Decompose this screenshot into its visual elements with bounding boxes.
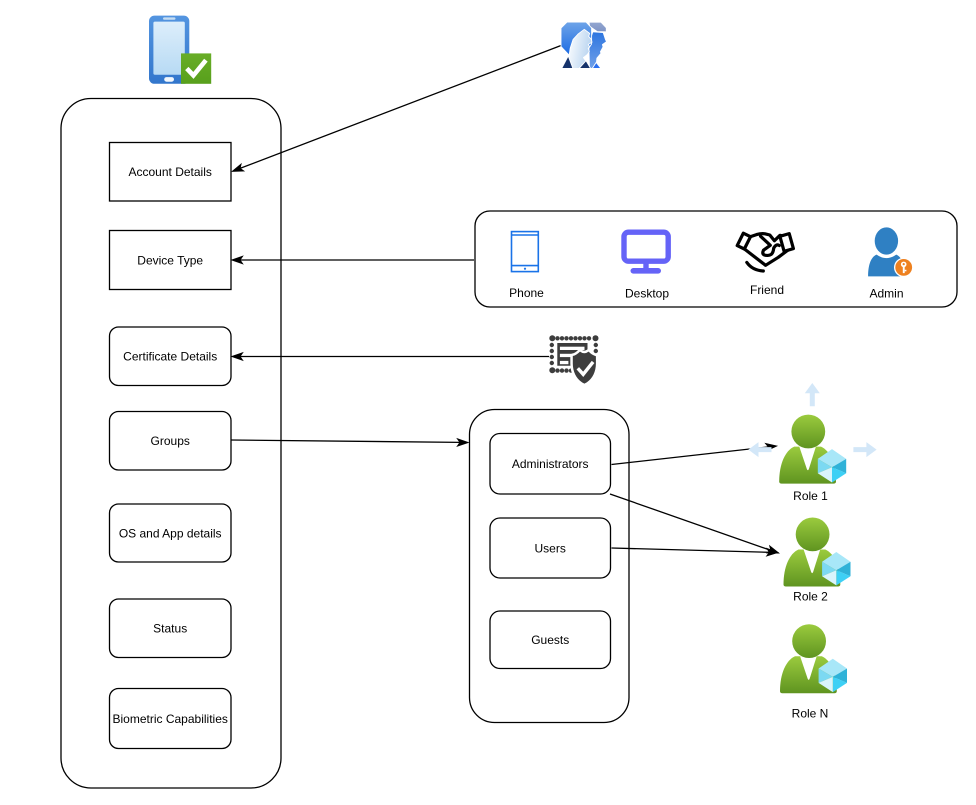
svg-text:Groups: Groups (151, 434, 190, 448)
svg-text:Account Details: Account Details (129, 165, 212, 179)
svg-text:Desktop: Desktop (625, 287, 669, 301)
svg-text:Role N: Role N (792, 707, 829, 721)
svg-text:Guests: Guests (531, 633, 569, 647)
svg-text:Friend: Friend (750, 283, 784, 297)
svg-text:Status: Status (153, 622, 187, 636)
svg-text:Users: Users (535, 541, 566, 555)
svg-text:Role 2: Role 2 (793, 589, 828, 603)
svg-text:Biometric Capabilities: Biometric Capabilities (113, 712, 228, 726)
svg-text:Certificate Details: Certificate Details (123, 350, 217, 364)
svg-text:Phone: Phone (509, 286, 544, 300)
svg-text:OS and App details: OS and App details (119, 526, 222, 540)
svg-text:Admin: Admin (869, 286, 903, 300)
svg-text:Device Type: Device Type (137, 253, 203, 267)
svg-text:Role 1: Role 1 (793, 489, 828, 503)
svg-text:Administrators: Administrators (512, 457, 589, 471)
